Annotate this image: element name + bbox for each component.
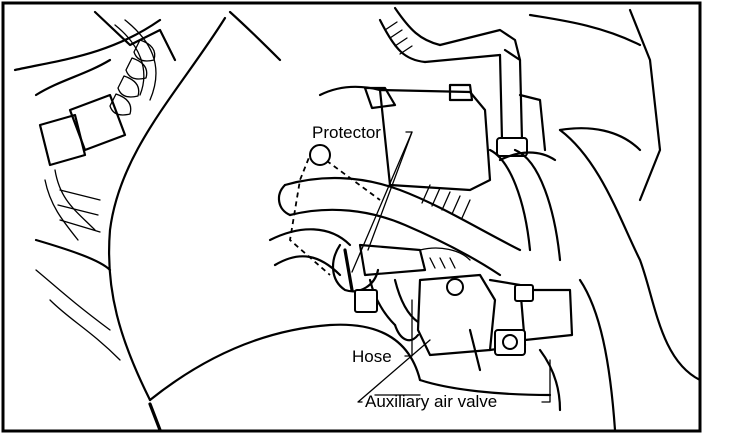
auxiliary-air-valve-label: Auxiliary air valve	[365, 392, 497, 411]
body-panel	[107, 10, 422, 432]
protector-callout: Protector	[312, 123, 413, 273]
auxiliary-air-valve-callout: Auxiliary air valve	[357, 339, 551, 411]
intake-assembly	[318, 6, 662, 202]
lower-right-body	[374, 128, 702, 432]
figure-frame	[1, 1, 702, 433]
hose-routing-outline	[289, 149, 381, 276]
auxiliary-air-valve-leader-left	[357, 339, 431, 403]
main-hose	[268, 148, 562, 277]
protector-part	[309, 144, 471, 296]
hose-label: Hose	[352, 347, 392, 366]
protector-label: Protector	[312, 123, 381, 142]
auxiliary-air-valve-part	[416, 273, 574, 412]
wiring-harness	[13, 10, 177, 361]
hose-part	[354, 278, 420, 342]
auxiliary-air-valve-leader-right	[541, 359, 551, 403]
